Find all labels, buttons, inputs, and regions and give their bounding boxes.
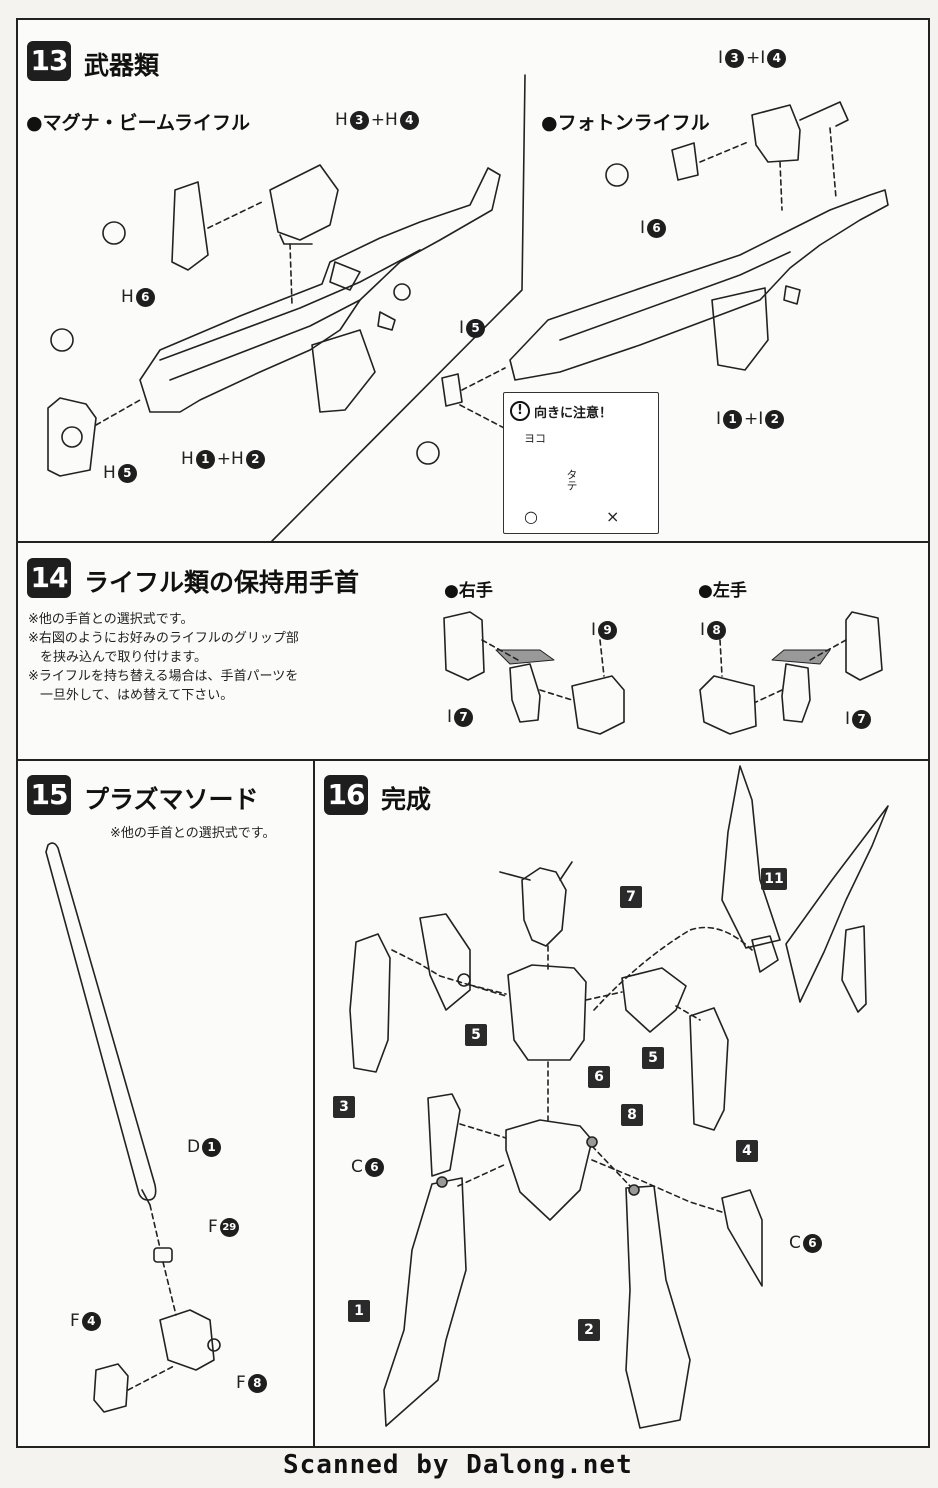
part-8-tag: 8 — [621, 1104, 643, 1126]
divider-14-15 — [16, 759, 930, 761]
part-3-tag: 3 — [333, 1096, 355, 1118]
divider-13-14 — [16, 541, 930, 543]
part-11-tag: 11 — [761, 868, 787, 890]
photon-rifle-title: ●フォトンライフル — [541, 112, 710, 134]
photon-rifle-drawing — [441, 101, 889, 407]
step-15-badge: 15 — [27, 775, 71, 815]
rotate-icon-h5 — [50, 328, 74, 352]
part-7-tag: 7 — [620, 886, 642, 908]
step-16-title: 完成 — [381, 785, 432, 814]
arrow-i3i4-barrel — [829, 127, 837, 199]
left-hand-drawing — [699, 611, 883, 735]
scanner-credit: Scanned by Dalong.net — [283, 1450, 633, 1480]
step-14-title: ライフル類の保持用手首 — [84, 568, 360, 597]
arrow-i5 — [461, 367, 506, 391]
part-6-tag: 6 — [588, 1066, 610, 1088]
section15-note: ※他の手首との選択式です。 — [110, 826, 276, 841]
plasma-sword-drawing — [45, 842, 221, 1413]
caution-ng-mark: × — [606, 507, 620, 526]
step-15-title: プラズマソード — [84, 785, 259, 814]
caution-heading: ! 向きに注意！ — [510, 401, 612, 421]
rotate-icon-i5 — [416, 441, 440, 465]
section14-note-2: ※右図のようにお好みのライフルのグリップ部 — [28, 631, 299, 646]
instruction-page — [16, 18, 930, 1448]
part-5-left-tag: 5 — [465, 1024, 487, 1046]
right-hand-title: ●右手 — [444, 581, 493, 601]
step-14-badge: 14 — [27, 558, 71, 598]
orientation-caution-box: ! 向きに注意！ ヨコ タテ ○ × — [503, 392, 659, 534]
completed-robot-drawing — [349, 765, 889, 1429]
section13-divider-line — [271, 74, 526, 542]
step-13-title: 武器類 — [84, 51, 160, 80]
step-13-badge: 13 — [27, 41, 71, 81]
caution-ok-mark: ○ — [524, 507, 538, 526]
rotate-icon-h6 — [102, 221, 126, 245]
right-hand-drawing — [443, 611, 625, 735]
arrow-h6 — [207, 201, 263, 229]
arrow-h3h4 — [289, 243, 293, 306]
part-2-tag: 2 — [578, 1319, 600, 1341]
part-1-tag: 1 — [348, 1300, 370, 1322]
section14-note-4: ※ライフルを持ち替える場合は、手首パーツを — [28, 669, 299, 684]
rotate-icon-i6 — [605, 163, 629, 187]
magna-rifle-title: ●マグナ・ビームライフル — [26, 112, 251, 134]
magna-beam-rifle-drawing — [47, 164, 501, 477]
arrow-i6 — [699, 141, 749, 163]
caution-pointer — [459, 404, 509, 431]
caution-tate: タテ — [565, 469, 578, 491]
arrow-h5 — [95, 399, 141, 426]
divider-15-16 — [313, 759, 315, 1448]
part-5-right-tag: 5 — [642, 1047, 664, 1069]
section14-note-1: ※他の手首との選択式です。 — [28, 612, 194, 627]
section14-note-5: 一旦外して、はめ替えて下さい。 — [40, 688, 234, 703]
arrow-i3i4-down — [779, 161, 783, 211]
caution-yoko: ヨコ — [524, 432, 546, 445]
left-hand-title: ●左手 — [698, 581, 747, 601]
section14-note-3: を挟み込んで取り付けます。 — [40, 650, 208, 665]
step-16-badge: 16 — [324, 775, 368, 815]
part-4-tag: 4 — [736, 1140, 758, 1162]
caution-icon: ! — [510, 401, 530, 421]
